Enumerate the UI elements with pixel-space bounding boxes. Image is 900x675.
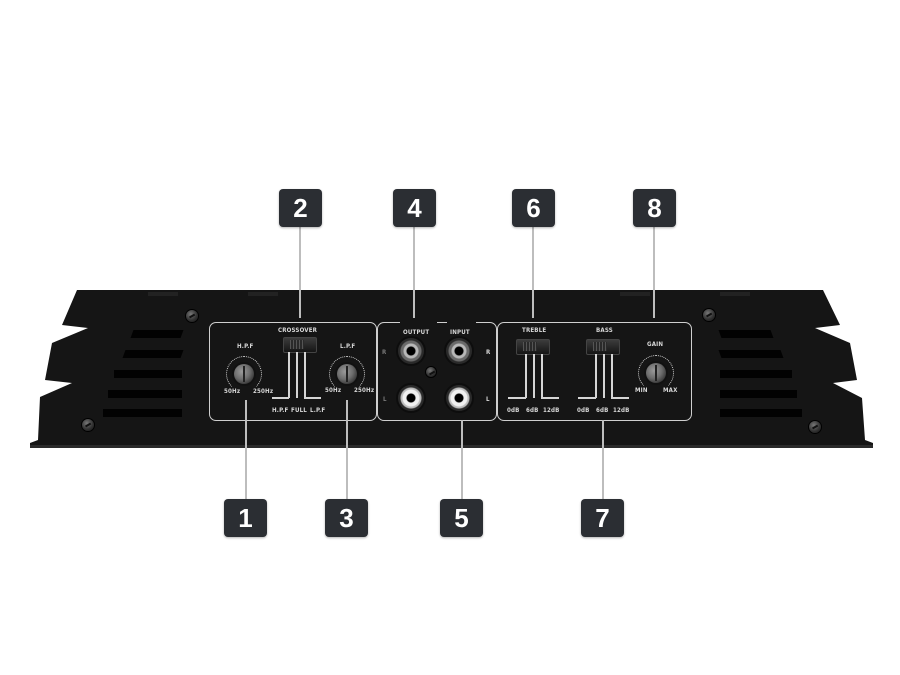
callout-badge-1: 1: [224, 499, 267, 537]
vent-slot: [122, 350, 184, 358]
output-left-rca-jack[interactable]: [398, 385, 424, 411]
leader-line-3: [346, 400, 348, 500]
callout-badge-4: 4: [393, 189, 436, 227]
vent-slot: [720, 370, 792, 378]
bass-12db-label: 12dB: [613, 406, 630, 414]
input-r-label: R: [486, 348, 491, 356]
switch-guide-line: [541, 354, 543, 398]
input-l-label: L: [486, 395, 490, 403]
hpf-min-label: 50Hz: [224, 387, 241, 395]
treble-title: TREBLE: [522, 326, 547, 334]
switch-guide-line: [611, 397, 629, 399]
vent-slot: [103, 409, 182, 417]
hpf-max-label: 250Hz: [253, 387, 274, 395]
switch-guide-line: [304, 352, 306, 398]
hpf-knob[interactable]: [234, 364, 254, 384]
crossover-switch[interactable]: [283, 337, 317, 353]
switch-guide-line: [578, 397, 596, 399]
lpf-max-label: 250Hz: [354, 386, 375, 394]
switch-guide-line: [525, 354, 527, 398]
crossover-hpf-label: H.P.F: [272, 406, 289, 414]
callout-badge-7: 7: [581, 499, 624, 537]
leader-line-6: [532, 226, 534, 318]
vent-slot: [108, 390, 182, 398]
callout-badge-8: 8: [633, 189, 676, 227]
crossover-title: CROSSOVER: [278, 326, 318, 334]
lpf-scale: [329, 356, 365, 392]
output-right-rca-jack[interactable]: [398, 338, 424, 364]
switch-guide-line: [595, 354, 597, 398]
switch-guide-line: [296, 352, 298, 398]
gain-knob[interactable]: [646, 363, 666, 383]
ground-screw-icon: [426, 367, 436, 377]
leader-line-7: [602, 420, 604, 500]
output-label: OUTPUT: [403, 328, 430, 336]
leader-line-5: [461, 420, 463, 500]
crossover-section: [209, 322, 377, 421]
treble-switch[interactable]: [516, 339, 550, 355]
gain-scale: [638, 355, 674, 391]
switch-guide-line: [272, 397, 289, 399]
input-left-rca-jack[interactable]: [446, 385, 472, 411]
eq-gain-section: [497, 322, 692, 421]
treble-6db-label: 6dB: [526, 406, 539, 414]
io-section: [377, 322, 497, 421]
screw-icon: [186, 310, 198, 322]
screw-icon: [703, 309, 715, 321]
output-l-label: L: [383, 395, 387, 403]
hpf-title: H.P.F: [237, 342, 254, 350]
input-right-rca-jack[interactable]: [446, 338, 472, 364]
bass-0db-label: 0dB: [577, 406, 590, 414]
leader-line-8: [653, 226, 655, 318]
input-label-wrap: INPUT: [447, 319, 477, 338]
vent-slot: [114, 370, 182, 378]
switch-guide-line: [533, 354, 535, 398]
vent-slot: [130, 330, 184, 338]
switch-guide-line: [304, 397, 321, 399]
switch-guide-line: [611, 354, 613, 398]
callout-badge-2: 2: [279, 189, 322, 227]
bass-6db-label: 6dB: [596, 406, 609, 414]
lpf-min-label: 50Hz: [325, 386, 342, 394]
switch-guide-line: [288, 352, 290, 398]
gain-min-label: MIN: [635, 386, 648, 394]
treble-12db-label: 12dB: [543, 406, 560, 414]
leader-line-4: [413, 226, 415, 318]
callout-badge-6: 6: [512, 189, 555, 227]
hpf-scale: [226, 356, 262, 392]
leader-line-1: [245, 400, 247, 500]
vent-slot: [718, 350, 784, 358]
screw-icon: [82, 419, 94, 431]
vent-slot: [720, 409, 802, 417]
bass-switch[interactable]: [586, 339, 620, 355]
switch-guide-line: [508, 397, 526, 399]
lpf-knob[interactable]: [337, 364, 357, 384]
input-label: INPUT: [450, 328, 470, 336]
gain-title: GAIN: [647, 340, 664, 348]
lpf-title: L.P.F: [340, 342, 356, 350]
crossover-lpf-label: L.P.F: [310, 406, 326, 414]
output-label-wrap: OUTPUT: [400, 319, 437, 338]
crossover-full-label: FULL: [291, 406, 307, 414]
vent-slot: [718, 330, 774, 338]
screw-icon: [809, 421, 821, 433]
bass-title: BASS: [596, 326, 613, 334]
treble-0db-label: 0dB: [507, 406, 520, 414]
vent-slot: [720, 390, 797, 398]
leader-line-2: [299, 226, 301, 318]
output-r-label: R: [382, 348, 387, 356]
callout-badge-3: 3: [325, 499, 368, 537]
switch-guide-line: [603, 354, 605, 398]
callout-badge-5: 5: [440, 499, 483, 537]
switch-guide-line: [541, 397, 559, 399]
gain-max-label: MAX: [663, 386, 678, 394]
